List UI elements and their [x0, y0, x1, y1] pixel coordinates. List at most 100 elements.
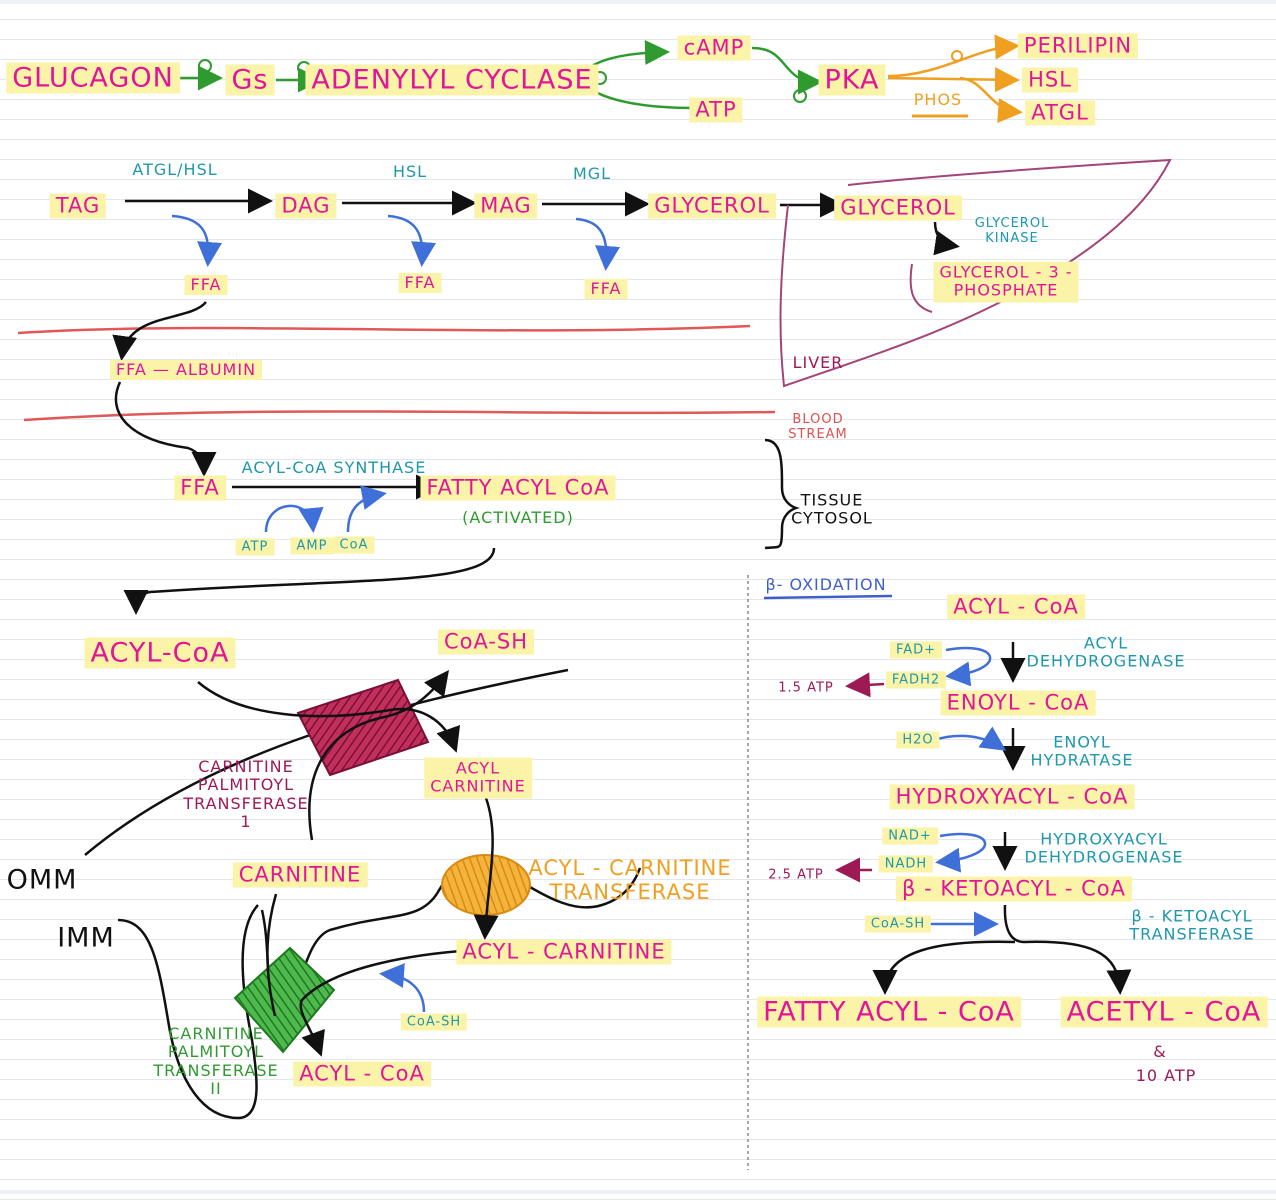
arrow-fadh2-atp — [845, 672, 885, 698]
ffa-albumin: FFA — ALBUMIN — [109, 360, 263, 380]
arrow-acylcarnitine-translocate — [473, 797, 499, 940]
blood-vessel-bottom — [23, 410, 776, 422]
glycerol-3-phosphate: GLYCEROL - 3 - PHOSPHATE — [933, 261, 1079, 303]
amp-cofactor: AMP — [290, 537, 334, 555]
enzyme-hsl: HSL — [392, 162, 428, 181]
beta-ox-underline — [763, 594, 893, 600]
fatty-acyl-coa: FATTY ACYL CoA — [420, 475, 616, 501]
page-bottom-edge — [0, 1190, 1276, 1194]
arrow-coash-in — [379, 963, 426, 1013]
dag: DAG — [275, 193, 337, 219]
perilipin: PERILIPIN — [1017, 33, 1139, 59]
adenylyl-cyclase: ADENYLYL CYCLASE — [305, 64, 599, 96]
acyl-coa-synthase: ACYL-CoA SYNTHASE — [241, 458, 427, 477]
translocase-enzyme — [441, 854, 531, 916]
glycerol: GLYCEROL — [648, 193, 776, 219]
arrow-pka-perilipin — [887, 34, 1020, 78]
arrow-to-fatty-acyl — [872, 940, 1016, 995]
acyl-carnitine-2: ACYL - CARNITINE — [456, 939, 672, 965]
ffa-cytosol: FFA — [174, 475, 226, 501]
arrow-glycerol-kinase — [933, 221, 960, 256]
coa-cofactor: CoA — [333, 536, 375, 554]
enzyme-mgl: MGL — [572, 164, 612, 183]
ampersand: & — [1153, 1042, 1167, 1061]
enoyl-coa: ENOYL - CoA — [940, 690, 1096, 716]
beta-oxidation-title: β- OXIDATION — [765, 575, 887, 594]
outer-membrane-line — [84, 668, 569, 856]
arrow-carnitine-return — [266, 893, 278, 1017]
page-top-edge — [0, 0, 1276, 4]
activated-label: (ACTIVATED) — [462, 508, 574, 527]
ketoacyl-transferase: β - KETOACYL TRANSFERASE — [1129, 906, 1255, 944]
enoyl-hydratase: ENOYL HYDRATASE — [1030, 732, 1134, 770]
liver-label: LIVER — [792, 353, 844, 372]
stimulate-mark — [951, 50, 963, 62]
ketoacyl-coa: β - KETOACYL - CoA — [896, 876, 1132, 902]
cpt1-label: CARNITINE PALMITOYL TRANSFERASE 1 — [183, 757, 309, 832]
translocase-label: ACYL - CARNITINE TRANSFERASE — [528, 855, 732, 904]
cpt2-enzyme — [233, 946, 336, 1054]
arrow-ffa-3 — [575, 217, 620, 271]
arrow-camp-pka — [751, 46, 823, 95]
coa-sh-thiolase: CoA-SH — [864, 915, 932, 933]
camp: cAMP — [677, 35, 751, 61]
arrow-fad-fadh2 — [945, 646, 992, 687]
arrow-nad-nadh — [935, 832, 987, 873]
arrow-carnitine-to-coash — [308, 670, 450, 841]
acyl-dehydrogenase: ACYL DEHYDROGENASE — [1026, 633, 1186, 671]
enzyme-atgl-hsl: ATGL/HSL — [132, 160, 218, 179]
blood-vessel-top — [17, 324, 751, 335]
atp: ATP — [689, 97, 743, 123]
arrow-albumin-ffa — [114, 381, 217, 477]
atp-2-5: 2.5 ATP — [768, 867, 824, 883]
stimulate-mark — [793, 89, 807, 103]
acyl-coa-bottom: ACYL - CoA — [293, 1061, 431, 1087]
atgl-target: ATGL — [1025, 100, 1095, 126]
hydroxyacyl-dehydrogenase: HYDROXYACYL DEHYDROGENASE — [1024, 829, 1184, 867]
coa-sh-top: CoA-SH — [437, 629, 535, 655]
fadh2: FADH2 — [885, 671, 947, 689]
arrow-ffa-albumin — [112, 301, 207, 361]
cpt1-enzyme — [296, 678, 430, 777]
atp-1-5: 1.5 ATP — [778, 680, 834, 696]
ffa-2: FFA — [398, 273, 442, 293]
hydroxyacyl-coa: HYDROXYACYL - CoA — [889, 784, 1135, 810]
nadh: NADH — [878, 855, 934, 873]
arrow-pka-atgl — [959, 76, 1023, 124]
ffa-3: FFA — [584, 279, 628, 299]
liver-glycerol: GLYCEROL — [834, 195, 962, 221]
tissue-brace — [764, 438, 800, 550]
imm-label: IMM — [57, 922, 115, 954]
tag: TAG — [49, 193, 107, 219]
ffa-1: FFA — [184, 275, 228, 295]
thiolase-split — [1003, 904, 1025, 944]
h2o: H2O — [896, 731, 940, 749]
glucagon: GLUCAGON — [6, 62, 180, 94]
gs-protein: Gs — [225, 64, 275, 96]
bo-acyl-coa: ACYL - CoA — [947, 594, 1085, 620]
stimulate-mark — [198, 59, 212, 73]
nad: NAD+ — [882, 827, 938, 845]
blood-stream-label: BLOOD STREAM — [788, 412, 848, 442]
fad: FAD+ — [889, 641, 943, 659]
arrow-acylcarnitine-cpt2 — [299, 948, 475, 1057]
acetyl-coa: ACETYL - CoA — [1060, 996, 1268, 1028]
acyl-carnitine-1: ACYL CARNITINE — [424, 757, 532, 799]
arrow-ffa-1 — [171, 214, 222, 267]
arrow-coa-in — [346, 485, 387, 533]
glycerol-kinase: GLYCEROL KINASE — [974, 216, 1050, 246]
arrow-to-acetyl — [1023, 940, 1132, 995]
arrow-h2o-in — [933, 726, 1007, 751]
omm-label: OMM — [6, 864, 78, 896]
arrow-pka-hsl — [887, 67, 1020, 93]
arrow-atp-amp — [264, 504, 324, 533]
phos-label: PHOS — [913, 90, 963, 109]
arrow-acylcoa-through-cpt1 — [197, 681, 461, 753]
hsl-target: HSL — [1022, 67, 1078, 93]
pka: PKA — [818, 64, 886, 96]
cpt2-label: CARNITINE PALMITOYL TRANSFERASE II — [153, 1024, 279, 1099]
coa-sh-bottom: CoA-SH — [400, 1013, 468, 1031]
carnitine: CARNITINE — [232, 862, 368, 888]
arrow-to-mito — [123, 547, 496, 615]
mag: MAG — [474, 193, 538, 219]
